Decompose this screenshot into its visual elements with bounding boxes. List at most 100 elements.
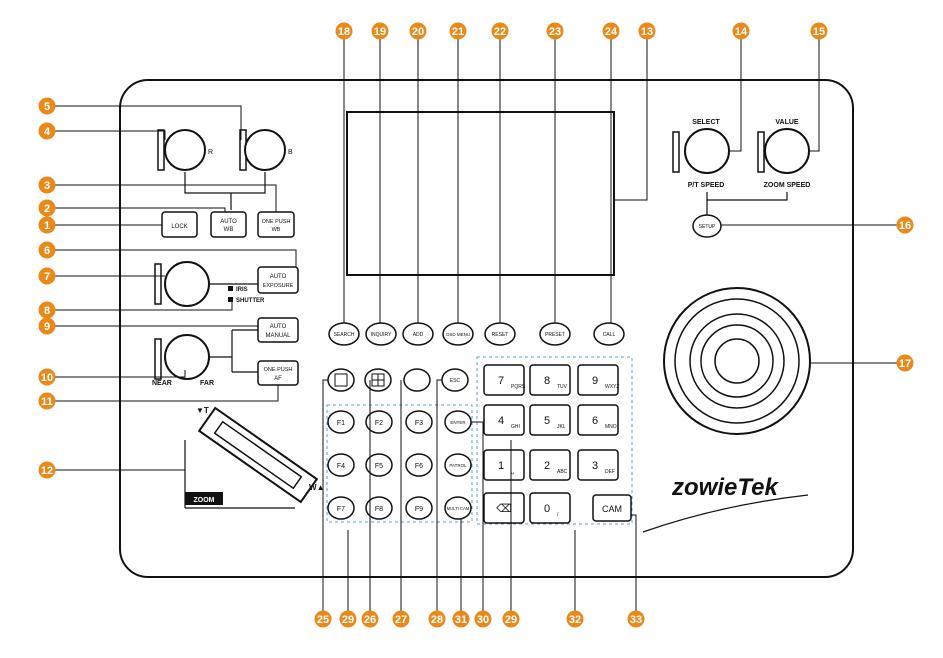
auto-wb-button[interactable] bbox=[210, 211, 247, 238]
callout-number: 20 bbox=[412, 26, 424, 38]
callout-11 bbox=[38, 392, 56, 410]
single-view-button[interactable] bbox=[327, 368, 355, 392]
callout-3 bbox=[38, 176, 56, 194]
inquiry-button[interactable] bbox=[365, 322, 397, 346]
keypad-key-0[interactable] bbox=[483, 364, 525, 396]
keypad-key-4[interactable] bbox=[529, 404, 571, 436]
focus-knob[interactable] bbox=[164, 334, 210, 380]
svg-text:F4: F4 bbox=[337, 463, 345, 470]
f9-button[interactable] bbox=[405, 496, 433, 520]
f8-button[interactable] bbox=[365, 496, 393, 520]
keypad-key-3[interactable] bbox=[483, 404, 525, 436]
f2-button[interactable] bbox=[365, 410, 393, 434]
brand-logo: zowieTek bbox=[671, 474, 779, 501]
svg-text:F9: F9 bbox=[415, 506, 423, 513]
svg-text:RESET: RESET bbox=[492, 332, 509, 338]
callout-14 bbox=[732, 22, 750, 40]
callout-19 bbox=[371, 22, 389, 40]
keypad-key-sub: JKL bbox=[557, 424, 566, 430]
f5-button[interactable] bbox=[365, 453, 393, 477]
svg-text:ADD: ADD bbox=[413, 332, 424, 338]
svg-text:AUTO: AUTO bbox=[270, 274, 287, 280]
callout-9 bbox=[38, 317, 56, 335]
callout-number: 21 bbox=[452, 26, 464, 38]
keypad-key-9[interactable] bbox=[483, 492, 525, 524]
callout-28 bbox=[428, 610, 446, 628]
select-knob[interactable] bbox=[684, 128, 730, 174]
callout-5 bbox=[38, 97, 56, 115]
callout-number: 29 bbox=[505, 614, 517, 626]
callout-number: 29 bbox=[342, 614, 354, 626]
callout-21 bbox=[449, 22, 467, 40]
setup-button[interactable] bbox=[692, 214, 722, 238]
keypad-key-sub: TUV bbox=[557, 384, 568, 390]
callout-10 bbox=[38, 368, 56, 386]
keypad-key-6[interactable] bbox=[483, 449, 525, 481]
callout-number: 19 bbox=[374, 26, 386, 38]
auto-exposure-button[interactable] bbox=[257, 266, 299, 294]
keypad-key-label: 7 bbox=[498, 375, 504, 387]
r-knob[interactable] bbox=[164, 129, 206, 171]
callout-number: 26 bbox=[364, 614, 376, 626]
call-button[interactable] bbox=[593, 322, 625, 346]
f1-button[interactable] bbox=[327, 410, 355, 434]
callout-2 bbox=[38, 199, 56, 217]
keypad-key-1[interactable] bbox=[529, 364, 571, 396]
keypad-key-sub: ␣ bbox=[511, 469, 514, 475]
svg-text:PRESET: PRESET bbox=[545, 332, 565, 338]
keypad-key-5[interactable] bbox=[577, 404, 619, 436]
pt-speed-label: P/T SPEED bbox=[688, 182, 725, 189]
keypad-key-sub: DEF bbox=[605, 469, 615, 475]
f4-button[interactable] bbox=[327, 453, 355, 477]
r-label: R bbox=[208, 149, 213, 156]
callout-number: 3 bbox=[44, 180, 50, 192]
callout-29 bbox=[339, 610, 357, 628]
f3-button[interactable] bbox=[405, 410, 433, 434]
multi-cam-button[interactable] bbox=[444, 496, 472, 520]
callout-number: 10 bbox=[41, 372, 53, 384]
f6-button[interactable] bbox=[405, 453, 433, 477]
keypad-key-label: 0 bbox=[544, 503, 550, 515]
callout-number: 16 bbox=[899, 220, 911, 232]
svg-text:PATROL: PATROL bbox=[449, 463, 467, 468]
callout-6 bbox=[38, 241, 56, 259]
zoom-label: ZOOM bbox=[194, 497, 215, 504]
callout-1 bbox=[38, 216, 56, 234]
keypad-key-2[interactable] bbox=[577, 364, 619, 396]
patrol-button[interactable] bbox=[444, 453, 472, 477]
value-knob[interactable] bbox=[764, 128, 810, 174]
blank-button[interactable] bbox=[403, 368, 431, 392]
f7-button[interactable] bbox=[327, 496, 355, 520]
keypad-key-7[interactable] bbox=[529, 449, 571, 481]
keypad-key-8[interactable] bbox=[577, 449, 619, 481]
keypad-key-label: 6 bbox=[592, 415, 598, 427]
joystick[interactable] bbox=[663, 287, 811, 435]
keypad-key-sub: PQRS bbox=[511, 384, 526, 390]
b-knob[interactable] bbox=[244, 129, 286, 171]
keypad-key-label: 1 bbox=[498, 460, 504, 472]
auto-manual-button[interactable] bbox=[257, 317, 299, 343]
callout-number: 12 bbox=[41, 465, 53, 477]
keypad-key-10[interactable] bbox=[529, 492, 571, 524]
cam-button[interactable] bbox=[592, 494, 632, 522]
svg-text:AUTO: AUTO bbox=[270, 324, 287, 330]
keypad-key-sub: ABC bbox=[557, 469, 568, 475]
callout-27 bbox=[392, 610, 410, 628]
callout-number: 22 bbox=[494, 26, 506, 38]
zoom-t-label: ▼T bbox=[196, 406, 209, 415]
svg-text:CALL: CALL bbox=[603, 332, 616, 338]
callout-12 bbox=[38, 461, 56, 479]
shutter-label: SHUTTER bbox=[236, 298, 265, 304]
keypad-key-sub: GHI bbox=[511, 424, 520, 430]
far-label: FAR bbox=[200, 380, 214, 387]
callout-number: 31 bbox=[455, 614, 467, 626]
iris-knob[interactable] bbox=[164, 261, 210, 307]
callout-leaders bbox=[47, 38, 905, 612]
callout-15 bbox=[810, 22, 828, 40]
svg-text:ONE PUSH: ONE PUSH bbox=[264, 367, 293, 373]
zoom-rocker[interactable] bbox=[197, 406, 319, 504]
svg-text:F7: F7 bbox=[337, 506, 345, 513]
